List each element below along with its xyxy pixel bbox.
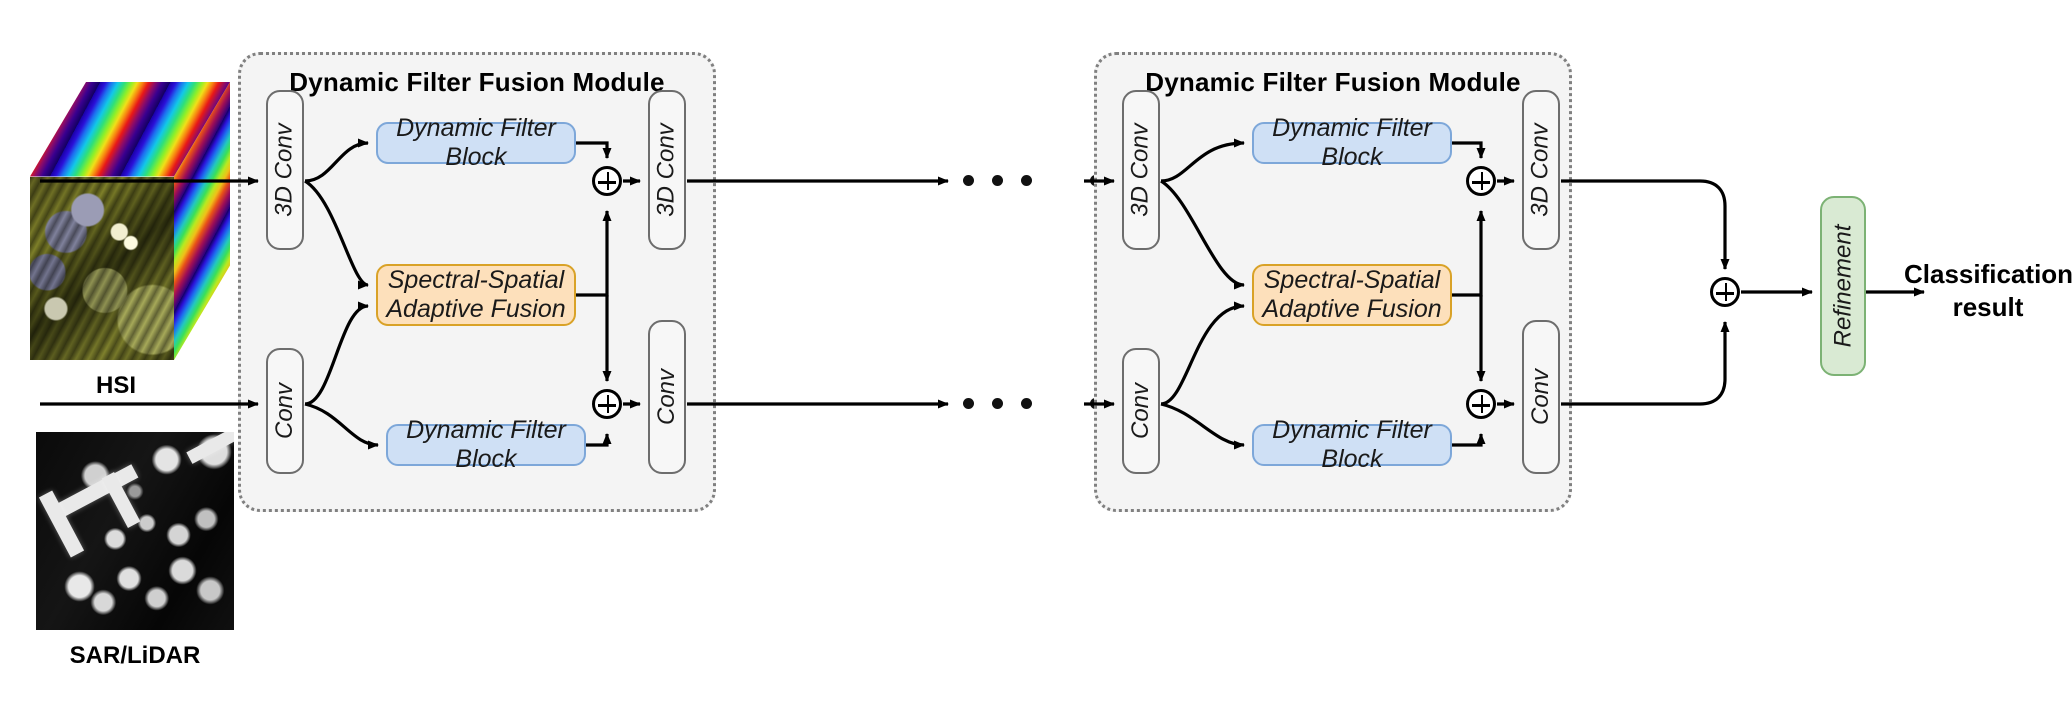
hsi-cube-front-face (30, 176, 174, 360)
dffm-1-bottom-dynamic-filter-block-label: Dynamic Filter Block (406, 415, 566, 474)
ellipsis-dot (1021, 175, 1032, 186)
dffm-2-bottom-dynamic-filter-block-label: Dynamic Filter Block (1272, 415, 1432, 474)
dffm-module-1-title: Dynamic Filter Fusion Module (289, 67, 665, 97)
dffm-2-fusion-line-2: Adaptive Fusion (1262, 295, 1442, 323)
ellipsis-dot (992, 398, 1003, 409)
refinement-block[interactable]: Refinement (1820, 196, 1866, 376)
dffm-1-fusion-line-1: Spectral-Spatial (387, 265, 565, 294)
hsi-caption: HSI (95, 372, 136, 399)
classification-result-label: Classification result (1904, 258, 2072, 323)
dffm-2-top-dynamic-filter-block-label: Dynamic Filter Block (1272, 113, 1432, 172)
classification-result-line-2: result (1952, 291, 2024, 322)
dffm-1-bottom-decoder[interactable]: Conv (648, 320, 686, 474)
sar-lidar-caption: SAR/LiDAR (69, 642, 201, 669)
dffm-2-fusion-line-1: Spectral-Spatial (1263, 265, 1441, 294)
sar-building-4 (186, 432, 234, 464)
ellipsis-dot (1021, 398, 1032, 409)
dffm-2-fusion-block[interactable]: Spectral-Spatial Adaptive Fusion (1252, 264, 1452, 326)
dffm-1-fusion-line-2: Adaptive Fusion (386, 295, 566, 323)
dffm-2-bottom-encoder-label: Conv (1127, 382, 1154, 440)
dffm-2-bottom-decoder-label: Conv (1527, 368, 1554, 426)
dffm-2-top-encoder[interactable]: 3D Conv (1122, 90, 1160, 250)
dffm-1-top-dynamic-filter-block[interactable]: Dynamic Filter Block (376, 114, 576, 171)
dffm-1-top-dynamic-filter-block-text: Dynamic Filter Block (396, 113, 556, 172)
dffm-1-top-decoder-label: 3D Conv (653, 123, 680, 217)
dffm-1-bottom-encoder-label: Conv (271, 382, 298, 440)
dffm-2-bottom-encoder[interactable]: Conv (1122, 348, 1160, 474)
dffm-2-top-decoder-label: 3D Conv (1527, 123, 1554, 217)
refinement-block-label: Refinement (1829, 224, 1857, 348)
hsi-cube-image (30, 82, 230, 360)
dffm-2-top-decoder[interactable]: 3D Conv (1522, 90, 1560, 250)
dffm-module-2-title: Dynamic Filter Fusion Module (1145, 67, 1521, 97)
dffm-1-bottom-adder (592, 389, 622, 419)
dffm-1-bottom-decoder-label: Conv (653, 368, 680, 426)
dffm-2-top-dynamic-filter-block[interactable]: Dynamic Filter Block (1252, 114, 1452, 171)
dffm-1-top-decoder[interactable]: 3D Conv (648, 90, 686, 250)
dffm-1-bottom-dynamic-filter-block[interactable]: Dynamic Filter Block (386, 416, 586, 473)
dffm-2-bottom-adder (1466, 389, 1496, 419)
dffm-1-top-encoder-label: 3D Conv (271, 123, 298, 217)
final-adder (1710, 277, 1740, 307)
dffm-2-bottom-dynamic-filter-block[interactable]: Dynamic Filter Block (1252, 416, 1452, 473)
sar-lidar-image (36, 432, 234, 630)
classification-result-line-1: Classification (1904, 259, 2072, 289)
dffm-1-top-encoder[interactable]: 3D Conv (266, 90, 304, 250)
ellipsis-dot (963, 398, 974, 409)
dffm-2-top-encoder-label: 3D Conv (1127, 123, 1154, 217)
dffm-1-fusion-block[interactable]: Spectral-Spatial Adaptive Fusion (376, 264, 576, 326)
dffm-2-top-adder (1466, 166, 1496, 196)
ellipsis-dot (992, 175, 1003, 186)
dffm-2-bottom-decoder[interactable]: Conv (1522, 320, 1560, 474)
ellipsis-dot (963, 175, 974, 186)
dffm-1-top-adder (592, 166, 622, 196)
dffm-1-bottom-encoder[interactable]: Conv (266, 348, 304, 474)
